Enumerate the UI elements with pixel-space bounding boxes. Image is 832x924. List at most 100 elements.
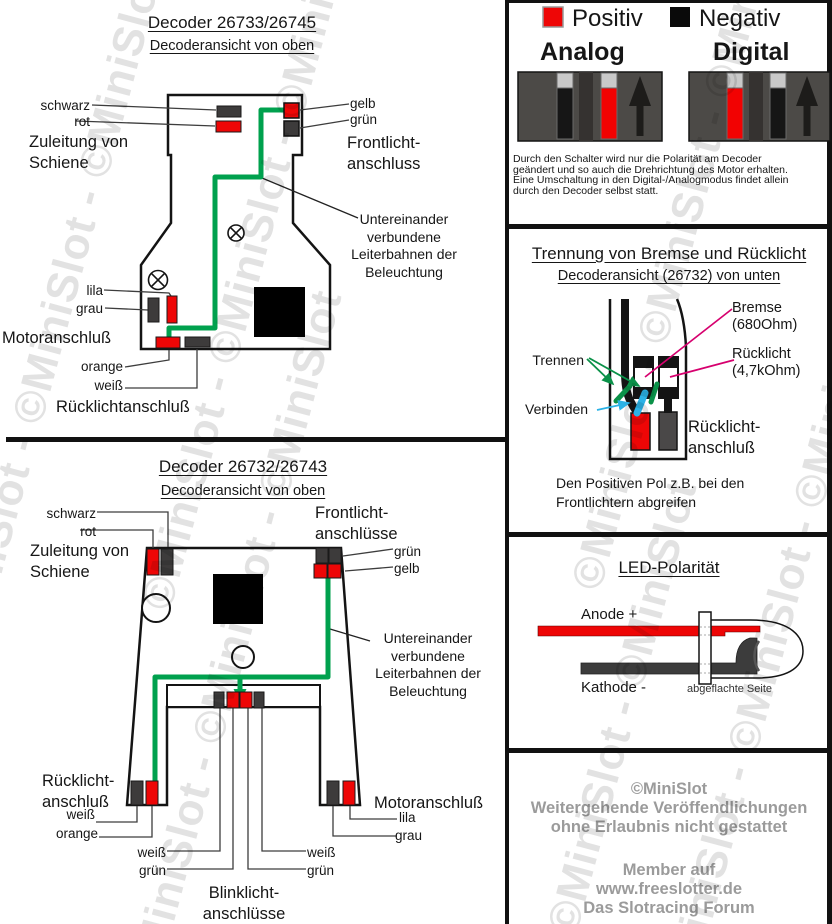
leader-gelb: [299, 103, 350, 111]
leader-gelb: [344, 566, 394, 572]
leader-gruen: [299, 119, 350, 129]
wire-label-gruen: grün: [350, 112, 378, 127]
positiv-label: Positiv: [572, 5, 643, 32]
divider-3: [505, 748, 832, 753]
flange-lead-hints: [700, 626, 710, 674]
pad-grau: [326, 780, 340, 806]
lamp-cross-icon: [229, 226, 243, 240]
green-trace: [152, 578, 331, 794]
decoder-top-title: Decoder 26733/26745: [147, 13, 317, 32]
right-column-left-border: [505, 0, 509, 924]
pad-lila: [342, 780, 356, 806]
trennung-note: Den Positiven Pol z.B. bei den Frontlich…: [556, 475, 745, 510]
slider-cap: [769, 72, 787, 89]
pad-gruen: [283, 120, 300, 137]
pad-blink-weiss: [213, 691, 225, 709]
pad-gruen: [315, 547, 329, 564]
wire-label-lila: lila: [399, 810, 416, 825]
resistor-stem: [664, 398, 672, 413]
pad-schwarz: [216, 105, 242, 118]
pad-blink-gruen: [239, 691, 253, 709]
decoder-26733-diagram: [75, 93, 359, 389]
frontlicht-label: Frontlicht- anschluss: [347, 134, 421, 173]
pad-ruecklicht-plus: [630, 412, 651, 451]
trennen-arrow-icon: [588, 357, 641, 387]
pad-ruecklicht-minus: [658, 411, 678, 451]
polarity-note: Durch den Schalter wird nur die Polaritä…: [513, 153, 789, 197]
pad-gelb: [327, 563, 342, 579]
verbinden-arrow-icon: [596, 400, 631, 411]
abgeflachte-seite-label: abgeflachte Seite: [687, 683, 773, 695]
led-body-outline: [711, 619, 804, 679]
leader-gruen-mid-left: [167, 708, 234, 870]
pad-orange: [155, 336, 181, 349]
divider-1: [505, 224, 832, 229]
decoder-chip: [254, 287, 305, 337]
slider-cap: [600, 72, 618, 89]
wire-label-gruen: grün: [138, 863, 166, 878]
anode-lead: [537, 625, 761, 637]
member-note: Member auf www.freeslotter.de Das Slotra…: [583, 861, 755, 917]
leader-weiss: [125, 349, 198, 389]
pad-blink-weiss: [253, 691, 265, 709]
frontlicht-label: Frontlicht- anschlüsse: [315, 504, 398, 543]
wire-label-gruen: grün: [394, 544, 422, 559]
leader-weiss-left: [96, 806, 138, 823]
panel-borders: [6, 0, 832, 924]
led-title: LED-Polarität: [618, 558, 720, 577]
wire-label-gelb: gelb: [350, 96, 376, 111]
copyright-note: ©MiniSlot Weitergehende Veröffendlichung…: [530, 780, 808, 836]
anode-label: Anode +: [581, 606, 638, 623]
led-diagram: [537, 611, 804, 685]
pad-gelb: [283, 102, 300, 119]
leader-lila: [103, 289, 172, 297]
digital-heading: Digital: [713, 38, 790, 66]
direction-arrow-icon: [629, 76, 651, 106]
slider-cap: [556, 72, 574, 89]
decoder-26732-diagram: [80, 511, 397, 870]
wire-label-weiss: weiß: [307, 845, 336, 860]
right-column-right-border: [827, 0, 832, 924]
zuleitung-label: Zuleitung von Schiene: [30, 542, 130, 581]
wire-label-gelb: gelb: [394, 561, 420, 576]
pad-schwarz: [160, 548, 174, 576]
bremse-label: Bremse (680Ohm): [732, 300, 798, 333]
verbinden-label: Verbinden: [525, 401, 589, 417]
trennung-subtitle: Decoderansicht (26732) von unten: [557, 268, 781, 284]
wire-label-lila: lila: [86, 283, 103, 298]
pad-blink-gruen: [226, 691, 240, 709]
wire-label-weiss: weiß: [137, 845, 166, 860]
leader-gruen-mid-right: [247, 708, 306, 870]
analog-heading: Analog: [540, 38, 625, 66]
leader-rot: [80, 529, 154, 548]
leiterbahnen-note: Untereinander verbundene Leiterbahnen de…: [351, 211, 457, 280]
polarity-legend: [542, 6, 690, 28]
resistor-cap: [658, 387, 679, 398]
blinklicht-label: Blinklicht- anschlüsse: [202, 884, 286, 923]
zuleitung-label: Zuleitung von Schiene: [29, 133, 129, 172]
leader-lines-top: [75, 103, 359, 389]
ruecklichtanschluss-label: Rücklichtanschluß: [56, 398, 190, 416]
kathode-lead: [580, 637, 758, 675]
leader-schwarz: [97, 511, 169, 547]
lamp-symbol-icon: [147, 224, 245, 291]
leader-weiss-mid-right: [261, 708, 306, 852]
motoranschluss-label: Motoranschluß: [374, 794, 484, 812]
decoder-bottom-title: Decoder 26732/26743: [158, 457, 328, 476]
wire-label-rot: rot: [80, 524, 96, 539]
wire-label-grau: grau: [75, 301, 103, 316]
trennen-arrow-icon: [586, 358, 615, 386]
trennung-diagram: [586, 298, 735, 461]
ruecklicht-anschluss-label: Rücklicht- anschluß: [688, 418, 761, 457]
slider-cap: [726, 72, 744, 89]
decoder-top-subtitle: Decoderansicht von oben: [149, 38, 315, 54]
bremse-pointer-line: [644, 308, 733, 378]
digital-switch: [688, 71, 831, 142]
leader-grau: [332, 806, 397, 837]
leader-lila: [349, 806, 397, 820]
right-column-top-border: [505, 0, 832, 3]
wire-label-schwarz: schwarz: [40, 98, 90, 113]
left-column-divider: [6, 437, 505, 442]
wire-label-rot: rot: [74, 114, 90, 129]
